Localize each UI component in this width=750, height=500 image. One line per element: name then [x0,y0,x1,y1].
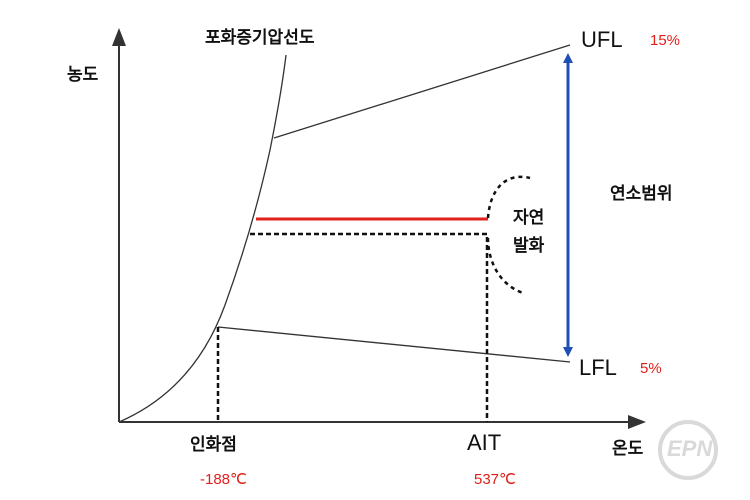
lfl-line [217,326,571,363]
flammable-range-label: 연소범위 [610,184,673,204]
lfl-label: LFL [579,355,617,380]
dashed-ait-line [250,232,489,422]
ufl-line [273,44,571,139]
ait-temp: 537℃ [474,471,516,488]
flash-point-temp: -188℃ [200,471,247,488]
saturation-curve-label: 포화증기압선도 [205,28,315,48]
flash-point-label: 인화점 [190,435,237,455]
lfl-percent: 5% [640,360,662,377]
x-axis-arrowhead [628,415,646,429]
autoignition-label-line1: 자연 [513,208,545,228]
x-axis-label: 온도 [612,439,644,459]
ait-label: AIT [467,430,502,455]
autoignition-arc [486,175,531,295]
y-axis-arrowhead [112,28,126,46]
watermark-logo [658,420,718,480]
saturation-vapor-pressure-curve [118,54,287,423]
ufl-label: UFL [581,27,623,52]
autoignition-label-line2: 발화 [513,236,545,256]
ufl-percent: 15% [650,32,681,49]
y-axis-label: 농도 [67,65,99,85]
watermark-text: EPN [667,436,713,461]
